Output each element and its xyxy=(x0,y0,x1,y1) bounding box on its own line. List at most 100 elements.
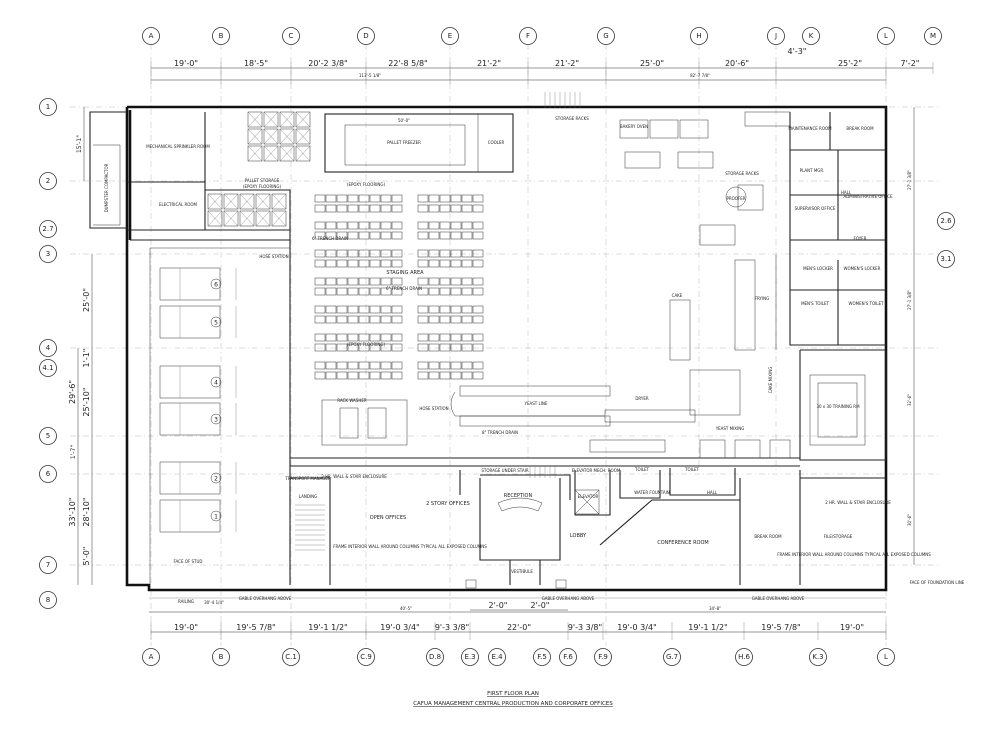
staging-rack xyxy=(391,315,403,324)
staging-rack xyxy=(391,371,403,380)
staging-rack xyxy=(380,361,392,370)
pallet-cross xyxy=(255,210,271,227)
staging-rack xyxy=(369,371,381,380)
grid-bubble: C.9 xyxy=(357,648,375,666)
svg-text:4: 4 xyxy=(46,344,51,352)
staging-rack xyxy=(347,305,359,314)
dim-label: 5'-0" xyxy=(82,547,91,566)
svg-text:L: L xyxy=(884,32,888,40)
staging-rack xyxy=(314,204,326,213)
drawing-title: FIRST FLOOR PLAN CAFUA MANAGEMENT CENTRA… xyxy=(413,691,613,707)
svg-text:E.4: E.4 xyxy=(491,653,503,661)
svg-text:3.1: 3.1 xyxy=(940,255,951,263)
staging-rack xyxy=(380,371,392,380)
grid-bubble: 4.1 xyxy=(39,359,57,377)
staging-rack xyxy=(325,305,337,314)
staging-rack xyxy=(472,305,484,314)
room-label: DRYER xyxy=(635,396,649,401)
room-label: DUMPSTER COMPACTOR xyxy=(104,163,109,212)
staging-rack xyxy=(439,343,451,352)
svg-text:A: A xyxy=(149,32,154,40)
dock-truck xyxy=(159,461,221,495)
room-label: WOMEN'S TOILET xyxy=(849,301,885,306)
staging-rack xyxy=(369,305,381,314)
grid-bubble: 4 xyxy=(39,339,57,357)
staging-rack xyxy=(472,277,484,286)
grid-lines xyxy=(70,44,940,646)
dim-label: 19'-5 7/8" xyxy=(236,623,275,632)
staging-rack xyxy=(417,259,429,268)
bay-number-marker xyxy=(210,376,222,388)
pallet-cross xyxy=(239,193,255,210)
room-label: MECHANICAL SPRINKLER ROOM xyxy=(146,144,210,149)
staging-rack xyxy=(439,305,451,314)
room-label: ELECTRICAL ROOM xyxy=(159,202,198,207)
grid-bubble: J xyxy=(767,27,785,45)
svg-text:4.1: 4.1 xyxy=(42,364,53,372)
note: FRAME INTERIOR WALL AROUND COLUMNS TYPIC… xyxy=(777,552,931,557)
dim-label: 9'-3 3/8" xyxy=(435,623,469,632)
grid-bubble: 2.7 xyxy=(39,220,57,238)
staging-rack xyxy=(428,287,440,296)
pallet-cell xyxy=(295,128,311,145)
pallet-cross xyxy=(279,128,295,145)
room-label: (EPOXY FLOORING) xyxy=(243,184,282,189)
staging-rack xyxy=(314,259,326,268)
room-label: HALL xyxy=(841,190,852,195)
staging-rack xyxy=(314,221,326,230)
staging-rack xyxy=(472,204,484,213)
staging-rack xyxy=(369,343,381,352)
staging-rack xyxy=(439,249,451,258)
staging-rack xyxy=(325,277,337,286)
dim-label: 30'-4 1/4" xyxy=(204,600,224,605)
staging-rack xyxy=(417,333,429,342)
staging-rack xyxy=(358,371,370,380)
room-label: LOBBY xyxy=(570,533,587,539)
staging-rack xyxy=(325,249,337,258)
staging-rack xyxy=(336,204,348,213)
room-label: HOSE STATION xyxy=(419,406,448,411)
staging-rack xyxy=(461,287,473,296)
pallet-cross xyxy=(207,210,223,227)
staging-rack xyxy=(439,259,451,268)
staging-rack xyxy=(428,371,440,380)
staging-rack xyxy=(314,315,326,324)
staging-rack xyxy=(336,259,348,268)
grid-bubble: E.3 xyxy=(461,648,479,666)
staging-rack xyxy=(439,221,451,230)
staging-rack xyxy=(314,343,326,352)
staging-rack xyxy=(325,361,337,370)
staging-rack xyxy=(417,204,429,213)
grid-bubble: M xyxy=(924,27,942,45)
staging-rack xyxy=(325,371,337,380)
dimensions-bottom: 19'-0" 19'-5 7/8" 19'-1 1/2" 19'-0 3/4" … xyxy=(150,600,887,640)
dock-truck xyxy=(159,402,221,436)
pallet-cross xyxy=(255,193,271,210)
dim-label: 32'-6" xyxy=(907,394,912,406)
porch xyxy=(149,579,886,613)
grid-bubble: K.3 xyxy=(809,648,827,666)
svg-text:D: D xyxy=(363,32,368,40)
grid-bubbles-top: A B C D E F G H J K L M xyxy=(142,27,942,45)
pallet-cell xyxy=(239,210,255,227)
staging-rack xyxy=(358,305,370,314)
room-label: STAGING AREA xyxy=(386,270,424,276)
staging-rack xyxy=(314,231,326,240)
dim-label: 82'-7 7/8" xyxy=(690,73,710,78)
room-label: CONFERENCE ROOM xyxy=(657,540,708,546)
staging-rack xyxy=(472,259,484,268)
staging-rack xyxy=(325,287,337,296)
staging-rack xyxy=(450,361,462,370)
staging-rack xyxy=(380,194,392,203)
dimensions-left: 25'-0" 1'-1" 25'-10" 29'-6" 28'-10" 33'-… xyxy=(68,107,93,585)
staging-rack xyxy=(336,221,348,230)
staging-rack xyxy=(439,361,451,370)
svg-text:C: C xyxy=(289,32,294,40)
dim-label: 19'-0 3/4" xyxy=(380,623,419,632)
dim-label: 2'-0" xyxy=(531,601,550,610)
svg-text:2.6: 2.6 xyxy=(940,217,952,225)
room-label: MEN'S LOCKER xyxy=(803,266,833,271)
staging-rack xyxy=(450,221,462,230)
staging-rack xyxy=(325,204,337,213)
grid-bubble: 6 xyxy=(39,465,57,483)
